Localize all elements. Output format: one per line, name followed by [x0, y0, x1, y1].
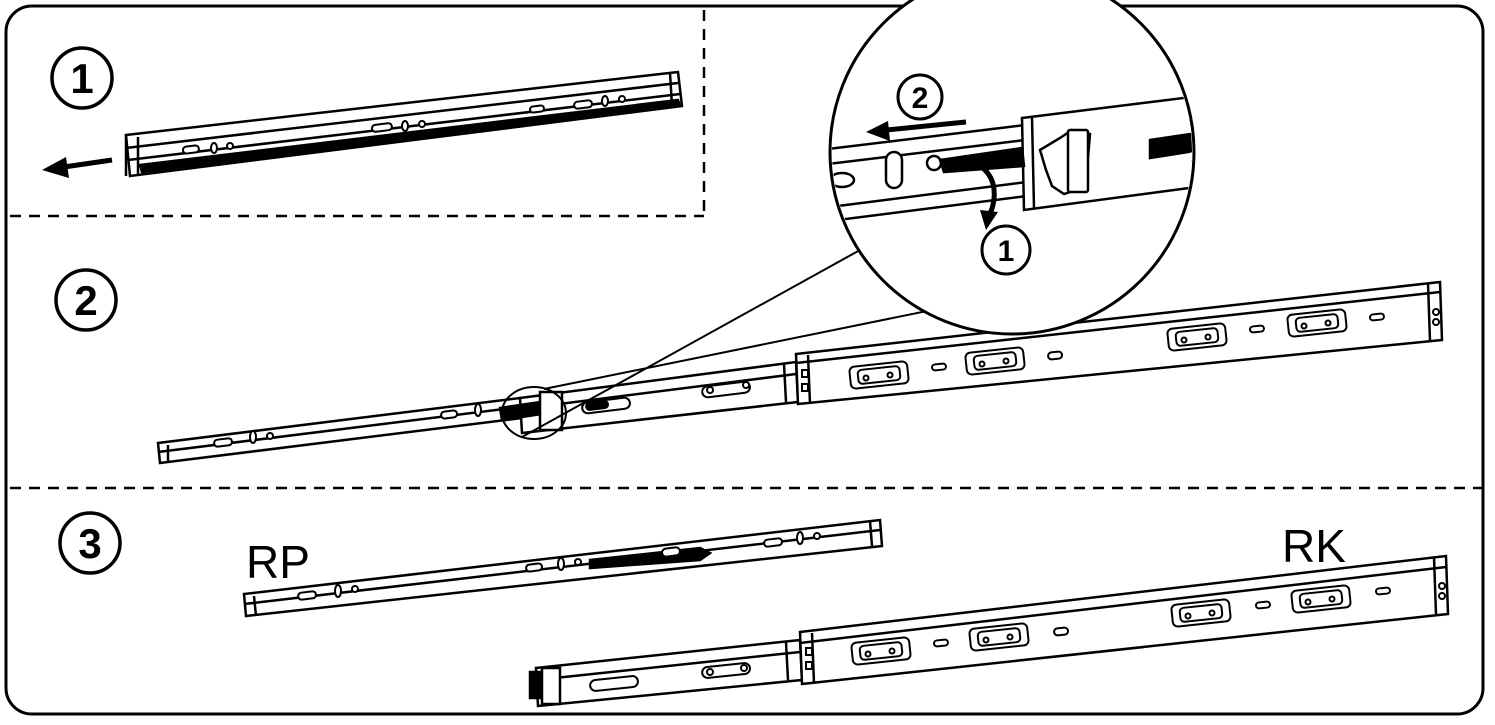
step-1-badge: [50, 46, 114, 110]
step-1-panel: 1: [42, 46, 684, 178]
step-1-number: 1: [70, 55, 93, 102]
detail-step-1-number: 1: [998, 235, 1015, 268]
middle-rail-step-2: [498, 360, 800, 435]
rail-step-1: [124, 70, 684, 178]
label-rp: RP: [246, 536, 310, 588]
step-3-panel: 3 RP RK: [58, 511, 1450, 708]
step-2-number: 2: [74, 277, 97, 324]
panel-dividers: [10, 10, 1482, 490]
step-2-panel: 2: [54, 0, 1444, 465]
step-2-badge: [54, 268, 118, 332]
step-3-badge: [58, 511, 122, 575]
detail-step-2-badge: [896, 73, 944, 121]
detail-step-2-number: 2: [912, 82, 929, 115]
inner-rail-step-2: [156, 396, 524, 465]
label-rk: RK: [1282, 520, 1346, 572]
rail-rk: [528, 554, 1450, 708]
step-3-number: 3: [78, 520, 101, 567]
detail-arrow-down: [978, 163, 998, 230]
outer-rail-step-2: [794, 280, 1444, 406]
pull-arrow-step-1: [42, 157, 113, 178]
detail-arrow-left: [866, 119, 967, 141]
rail-rp: [242, 518, 884, 618]
detail-magnifier: 2 1: [828, 0, 1196, 336]
outer-frame: [4, 4, 1485, 716]
detail-step-1-badge: [980, 224, 1032, 276]
